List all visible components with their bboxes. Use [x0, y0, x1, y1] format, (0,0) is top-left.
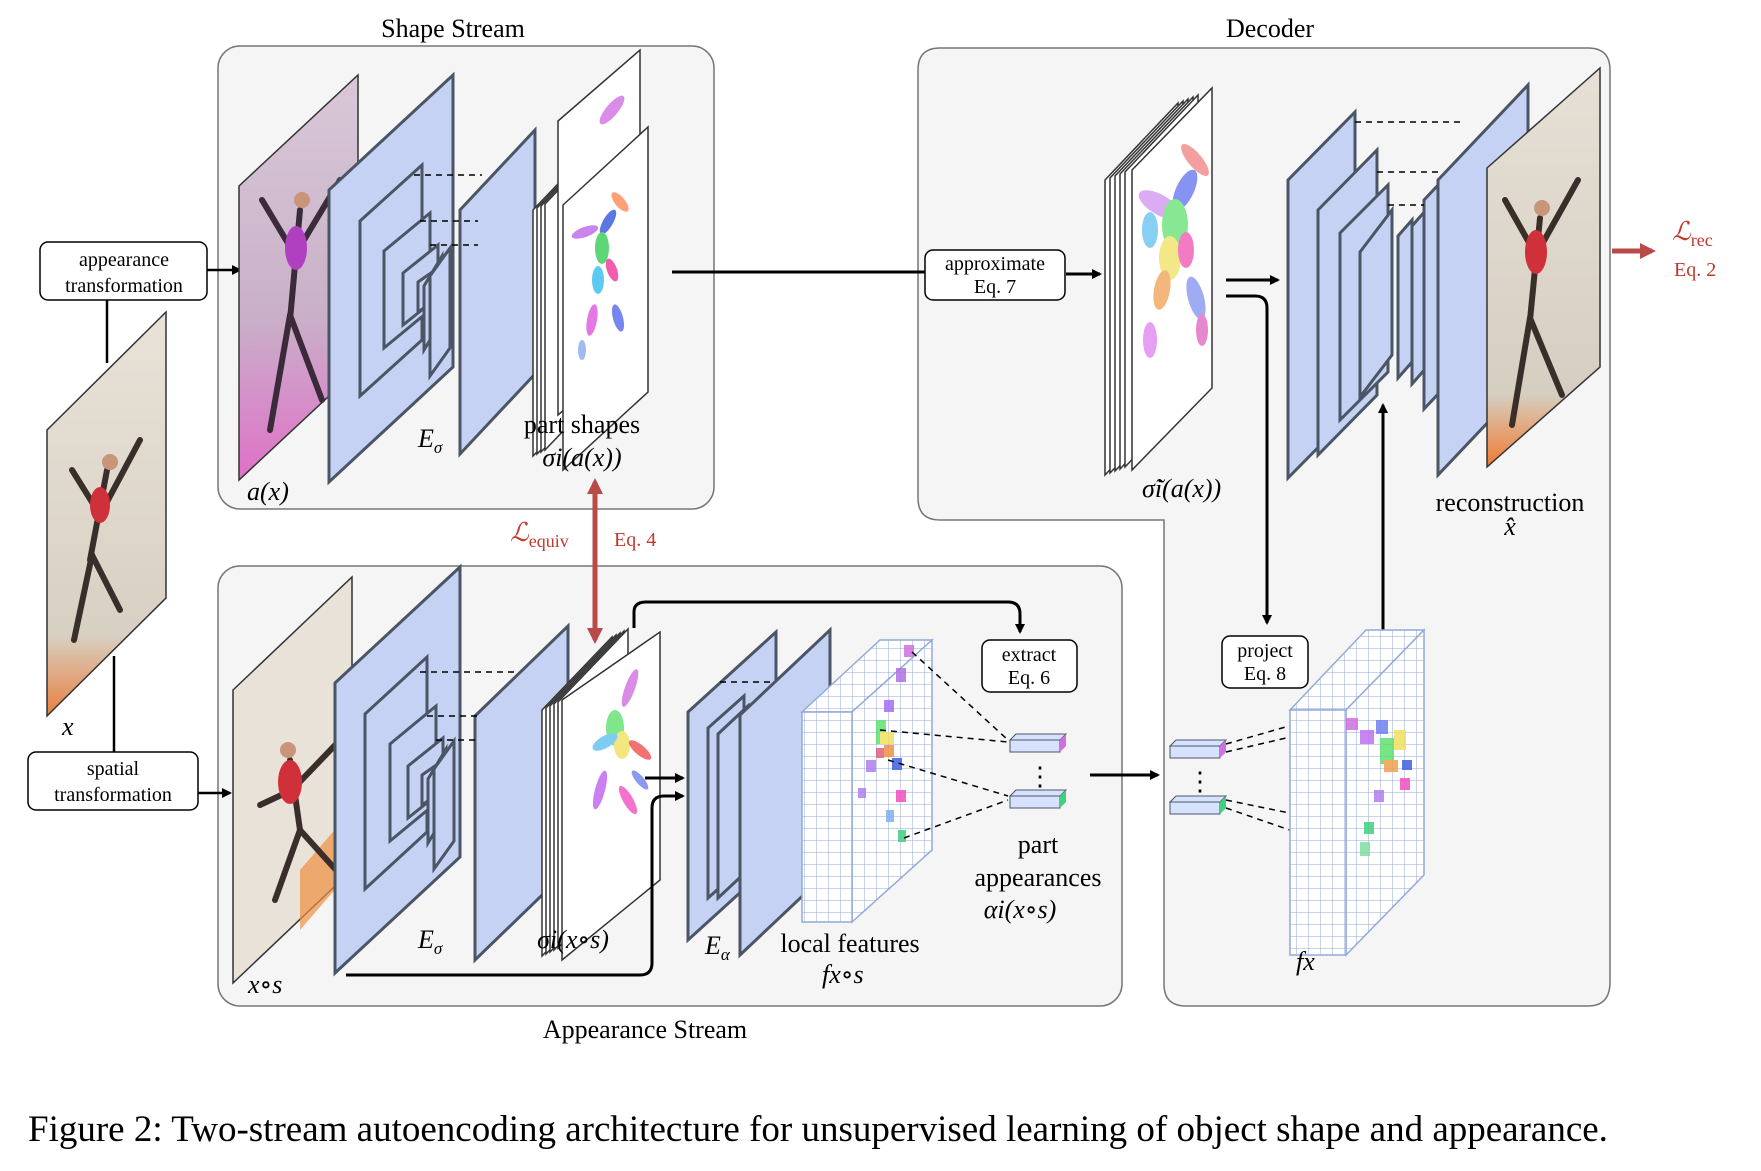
- label-sigma-xs: σi(x∘s): [537, 925, 609, 954]
- project-box: project Eq. 8: [1221, 635, 1309, 689]
- label-e-sigma-shape: Eσ: [417, 424, 443, 457]
- part-shape-maps-xs: σi(x∘s): [537, 627, 661, 962]
- encoder-e-sigma-appearance: [333, 563, 570, 977]
- svg-text:approximate: approximate: [945, 253, 1045, 275]
- label-e-sigma-appearance: Eσ: [417, 925, 443, 958]
- appearance-transformation-box: appearance transformation: [39, 241, 208, 301]
- label-reconstruction: reconstruction: [1436, 488, 1585, 517]
- decoder-skip-dashes: [1355, 121, 1465, 206]
- svg-text:transformation: transformation: [54, 784, 172, 806]
- decoder-arrows: [1226, 275, 1388, 630]
- label-local-features: local features: [780, 929, 919, 958]
- label-part-shapes: part shapes: [524, 410, 640, 439]
- label-f-x: fx: [1296, 947, 1315, 976]
- svg-text:spatial: spatial: [87, 758, 140, 780]
- svg-text:extract: extract: [1002, 644, 1057, 666]
- svg-text:Eq. 6: Eq. 6: [1008, 667, 1050, 689]
- svg-text:Eq. 8: Eq. 8: [1244, 663, 1286, 685]
- label-f-xs: fx∘s: [822, 960, 864, 989]
- shape-stream-title: Shape Stream: [381, 14, 525, 43]
- label-e-alpha: Eα: [704, 931, 731, 964]
- label-part: part: [1018, 830, 1059, 859]
- input-split-lines: [105, 300, 116, 752]
- decoder-title: Decoder: [1226, 14, 1314, 43]
- svg-text:Eq. 7: Eq. 7: [974, 276, 1016, 298]
- shape-to-decoder-line: [672, 269, 1102, 279]
- extract-dashes: [879, 651, 1009, 839]
- input-image-x: x: [46, 310, 167, 741]
- svg-text:ℒequiv: ℒequiv: [510, 518, 569, 551]
- appearance-stream-title: Appearance Stream: [543, 1015, 747, 1044]
- dots-extract: ⋮: [1027, 762, 1053, 791]
- encoder-skip-dashes-appearance: [420, 671, 515, 741]
- label-appearances: appearances: [974, 863, 1101, 892]
- label-sigma-ax: σi(a(x)): [542, 443, 621, 472]
- projected-appearance-vectors: ⋮: [1168, 739, 1228, 815]
- extract-box: extract Eq. 6: [981, 639, 1078, 693]
- part-shape-maps: part shapes σi(a(x)): [524, 48, 649, 472]
- feature-map-fx: fx: [1288, 628, 1426, 976]
- label-alpha-xs: αi(x∘s): [984, 895, 1057, 924]
- svg-text:transformation: transformation: [65, 275, 183, 297]
- label-x: x: [61, 712, 74, 741]
- image-x-s: x∘s: [232, 575, 353, 999]
- encoder-skip-dashes-shape: [414, 174, 482, 246]
- spatial-transformation-box: spatial transformation: [27, 751, 199, 811]
- svg-text:Eq. 4: Eq. 4: [614, 529, 656, 551]
- appearance-arrows: [346, 600, 1160, 977]
- approximated-part-shapes: σ̃i(a(x)): [1104, 86, 1221, 503]
- local-features-grid: local features fx∘s: [780, 638, 934, 989]
- svg-text:ℒrec: ℒrec: [1672, 217, 1713, 250]
- encoder-e-sigma-shape: [327, 71, 537, 486]
- loss-equiv: ℒequiv Eq. 4: [510, 478, 656, 644]
- label-a-x: a(x): [247, 477, 289, 506]
- svg-text:Eq. 2: Eq. 2: [1674, 259, 1716, 281]
- label-x-s: x∘s: [247, 970, 282, 999]
- figure-caption: Figure 2: Two-stream autoencoding archit…: [28, 1109, 1608, 1150]
- dots-project: ⋮: [1187, 767, 1213, 796]
- label-x-hat: x̂: [1503, 512, 1516, 541]
- svg-text:project: project: [1237, 640, 1293, 662]
- part-appearance-vectors: ⋮ part appearances αi(x∘s): [974, 733, 1102, 924]
- loss-rec: ℒrec Eq. 2: [1612, 217, 1716, 281]
- approximate-box: approximate Eq. 7: [924, 249, 1066, 301]
- svg-text:appearance: appearance: [79, 249, 169, 271]
- reconstruction-image: reconstruction x̂: [1436, 66, 1601, 541]
- label-sigma-tilde: σ̃i(a(x)): [1142, 474, 1221, 503]
